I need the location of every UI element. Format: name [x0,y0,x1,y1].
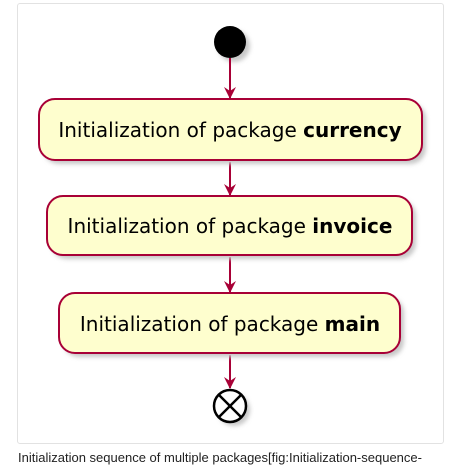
node-invoice: Initialization of package invoice [46,195,416,259]
node-currency-package: currency [303,118,402,142]
node-main-package: main [325,312,380,336]
activity-diagram: Initialization of package currency Initi… [38,26,426,426]
start-node-dot [214,26,246,58]
start-node [214,26,250,62]
node-invoice-box [46,195,413,256]
node-main-label: Initialization of package main [80,312,380,336]
figure-caption: Initialization sequence of multiple pack… [18,450,422,465]
node-currency-prefix: Initialization of package [58,118,303,142]
end-node-cross-b [218,394,242,418]
node-invoice-label: Initialization of package invoice [68,214,393,238]
node-invoice-package: invoice [312,214,392,238]
end-node [212,388,250,426]
node-currency-box [38,98,423,161]
node-currency: Initialization of package currency [38,98,426,164]
node-main-box [58,292,401,354]
node-main-prefix: Initialization of package [80,312,325,336]
node-invoice-prefix: Initialization of package [68,214,313,238]
node-currency-label: Initialization of package currency [58,118,401,142]
node-main: Initialization of package main [58,292,404,357]
